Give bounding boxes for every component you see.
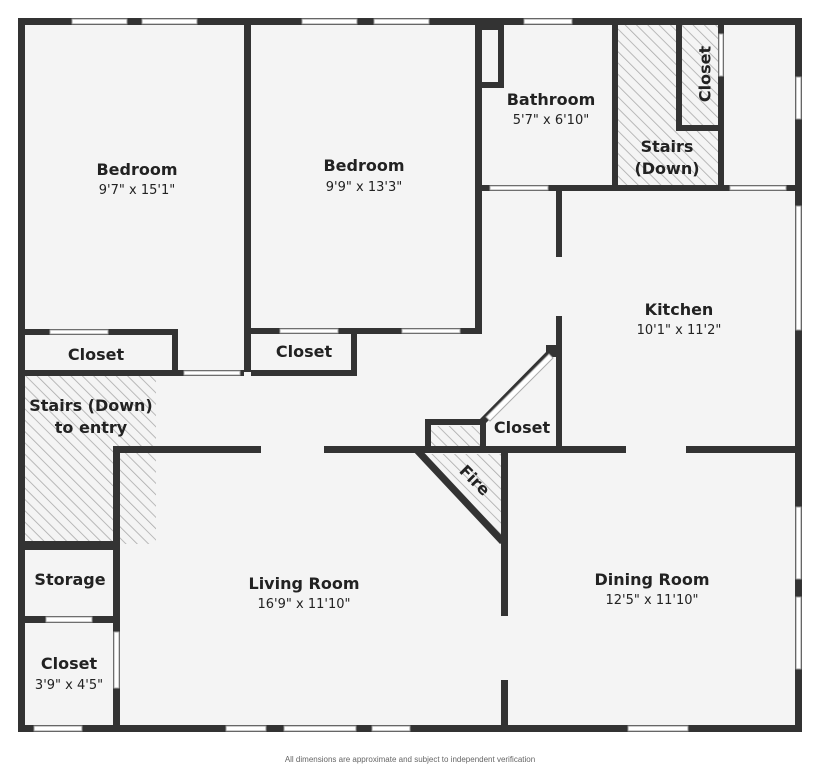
stairs-down-label-line1: Stairs <box>641 137 694 156</box>
closet-top-label: Closet <box>696 46 715 103</box>
bathroom-dimensions: 5'7" x 6'10" <box>513 113 589 128</box>
stairs-down-area <box>618 24 718 185</box>
bedroom-2-label: Bedroom <box>323 156 404 175</box>
storage-label: Storage <box>34 570 105 589</box>
closet-kitchen-label: Closet <box>494 418 551 437</box>
stairs-down-label-line2: (Down) <box>634 159 699 178</box>
closet-bedroom-2-label: Closet <box>276 342 333 361</box>
dining-room-label: Dining Room <box>594 570 709 589</box>
bathroom-label: Bathroom <box>507 90 596 109</box>
footer-disclaimer: All dimensions are approximate and subje… <box>285 755 535 764</box>
kitchen-dimensions: 10'1" x 11'2" <box>637 323 722 338</box>
stairs-entry-label-line2: to entry <box>55 418 128 437</box>
bedroom-1-dimensions: 9'7" x 15'1" <box>99 183 175 198</box>
closet-door-swing <box>485 353 554 422</box>
windows <box>33 18 802 732</box>
stairs-entry-label-line1: Stairs (Down) <box>29 396 153 415</box>
bedroom-1-label: Bedroom <box>96 160 177 179</box>
bedroom-2-dimensions: 9'9" x 13'3" <box>326 180 402 195</box>
door-openings <box>45 33 787 689</box>
living-room-label: Living Room <box>249 574 360 593</box>
kitchen-label: Kitchen <box>645 300 714 319</box>
closet-bedroom-1-label: Closet <box>68 345 125 364</box>
fireplace-hearth <box>431 426 481 447</box>
dining-room-dimensions: 12'5" x 11'10" <box>606 593 699 608</box>
closet-small-dimensions: 3'9" x 4'5" <box>35 678 103 693</box>
stairs-entry-area <box>24 376 156 544</box>
living-room-dimensions: 16'9" x 11'10" <box>258 597 351 612</box>
closet-small-label: Closet <box>41 654 98 673</box>
